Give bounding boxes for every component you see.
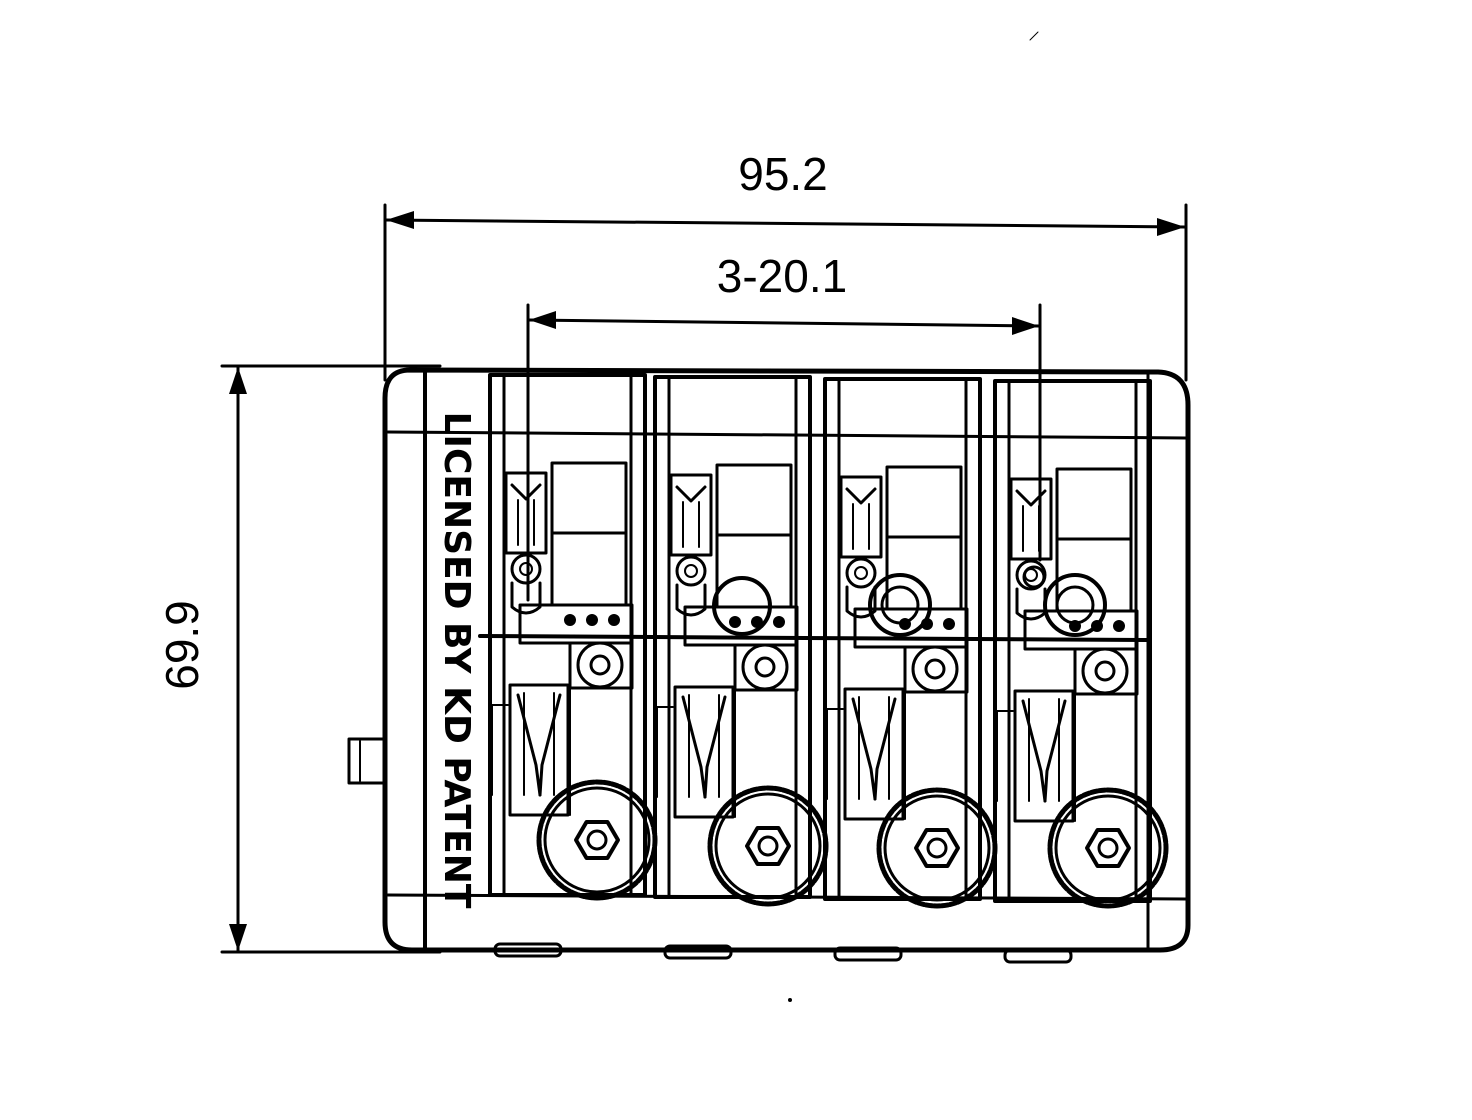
overall-width-label: 95.2	[738, 148, 828, 200]
patent-stamp: LICENSED BY KD PATENT	[436, 412, 477, 909]
dimension-string-spacing: 3-20.1	[526, 250, 1042, 602]
saddle-4	[993, 379, 1152, 903]
side-tab	[347, 737, 387, 785]
bottom-lug	[1003, 948, 1073, 964]
string-spacing-label: 3-20.1	[717, 250, 847, 302]
bottom-lug	[663, 944, 733, 960]
height-thumbwheel-1	[539, 782, 655, 898]
dimension-overall-width: 95.2	[383, 148, 1188, 382]
bottom-lug	[493, 942, 563, 958]
height-thumbwheel-3	[879, 790, 995, 906]
saddle-3	[823, 377, 982, 901]
saddle-2	[653, 375, 812, 899]
bottom-lug	[833, 946, 903, 962]
dimension-overall-depth: 69.9	[156, 364, 442, 954]
overall-depth-label: 69.9	[156, 600, 208, 690]
